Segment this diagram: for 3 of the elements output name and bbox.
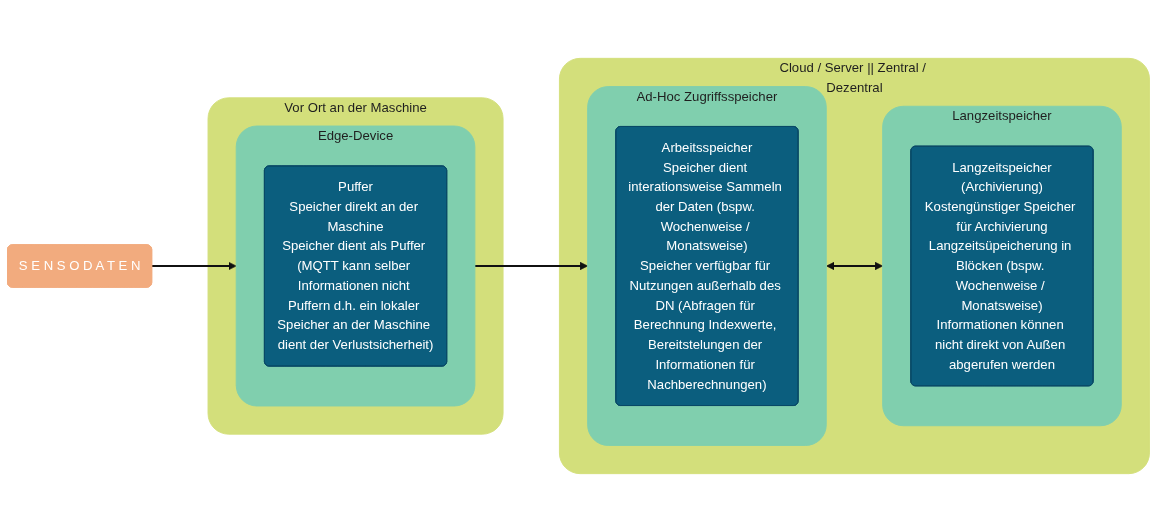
arrow bbox=[473, 261, 588, 271]
arrow bbox=[826, 261, 883, 271]
arrow bbox=[150, 261, 237, 271]
